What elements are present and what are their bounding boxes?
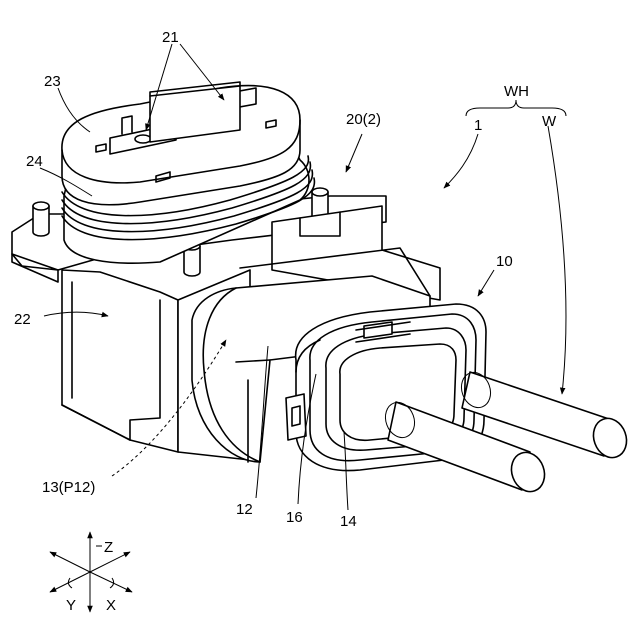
axis-label-y: Y bbox=[66, 597, 76, 614]
post-left bbox=[33, 202, 49, 236]
label-23: 23 bbox=[44, 73, 61, 90]
axis-x-neg bbox=[50, 552, 90, 572]
label-13: 13(P12) bbox=[42, 479, 95, 496]
axis-label-x: X bbox=[106, 597, 116, 614]
label-20: 20(2) bbox=[346, 111, 381, 128]
label-12: 12 bbox=[236, 501, 253, 518]
label-1: 1 bbox=[474, 117, 482, 134]
label-21: 21 bbox=[162, 29, 179, 46]
label-W: W bbox=[542, 113, 557, 130]
label-24: 24 bbox=[26, 153, 43, 170]
label-22: 22 bbox=[14, 311, 31, 328]
label-16: 16 bbox=[286, 509, 303, 526]
axis-y-pos bbox=[50, 572, 90, 592]
axis-symbol bbox=[50, 532, 132, 612]
label-WH: WH bbox=[504, 83, 529, 100]
label-14: 14 bbox=[340, 513, 357, 530]
axis-label-z: Z bbox=[104, 539, 113, 556]
axis-x-pos bbox=[90, 572, 132, 592]
label-10: 10 bbox=[496, 253, 513, 270]
